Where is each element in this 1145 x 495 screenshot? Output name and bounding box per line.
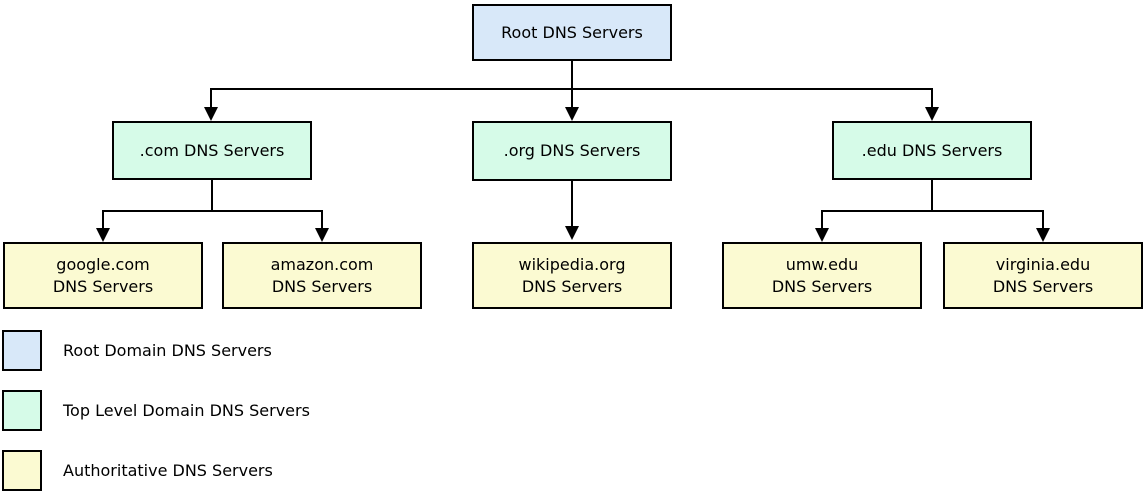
connector-com-bus [102,210,323,212]
connector-drop-com [210,88,212,107]
node-umw-edu-dns-servers: umw.edu DNS Servers [722,242,922,309]
legend-label-tld: Top Level Domain DNS Servers [63,401,310,420]
node-label-line2: DNS Servers [771,276,873,296]
node-label-line2: DNS Servers [52,276,154,296]
legend-label-authoritative: Authoritative DNS Servers [63,461,273,480]
node-label-line1: google.com [56,254,150,274]
node-label-line2: DNS Servers [992,276,1094,296]
node-root-dns-servers: Root DNS Servers [472,4,672,61]
node-org-dns-servers: .org DNS Servers [472,121,672,181]
node-label-line1: umw.edu [785,254,859,274]
legend-swatch-tld [2,390,42,431]
arrowhead-to-org [565,107,579,121]
legend-label-root: Root Domain DNS Servers [63,341,272,360]
node-wikipedia-org-dns-servers: wikipedia.org DNS Servers [472,242,672,309]
connector-org-stem [571,181,573,227]
arrowhead-to-wikipedia [565,226,579,240]
connector-root-stem [571,61,573,107]
node-label-line1: virginia.edu [995,254,1091,274]
node-label-line2: DNS Servers [521,276,623,296]
node-amazon-com-dns-servers: amazon.com DNS Servers [222,242,422,309]
node-label-line1: amazon.com [270,254,374,274]
node-edu-dns-servers: .edu DNS Servers [832,121,1032,180]
node-label-line2: DNS Servers [271,276,373,296]
arrowhead-to-edu [925,107,939,121]
legend-item-authoritative: Authoritative DNS Servers [2,450,273,491]
legend-swatch-authoritative [2,450,42,491]
connector-drop-amazon [321,210,323,229]
arrowhead-to-com [204,107,218,121]
connector-drop-virginia [1042,210,1044,229]
node-google-com-dns-servers: google.com DNS Servers [3,242,203,309]
legend-item-root-domain: Root Domain DNS Servers [2,330,272,371]
legend-item-top-level-domain: Top Level Domain DNS Servers [2,390,310,431]
node-label-line1: wikipedia.org [518,254,626,274]
connector-com-stem [211,180,213,212]
connector-edu-bus [821,210,1044,212]
connector-edu-stem [931,180,933,212]
connector-drop-umw [821,210,823,229]
connector-top-bus [210,88,933,90]
legend-swatch-root [2,330,42,371]
node-com-dns-servers: .com DNS Servers [112,121,312,180]
arrowhead-to-virginia [1036,228,1050,242]
connector-drop-edu [931,88,933,107]
arrowhead-to-amazon [315,228,329,242]
arrowhead-to-umw [815,228,829,242]
arrowhead-to-google [96,228,110,242]
node-virginia-edu-dns-servers: virginia.edu DNS Servers [943,242,1143,309]
connector-drop-google [102,210,104,229]
